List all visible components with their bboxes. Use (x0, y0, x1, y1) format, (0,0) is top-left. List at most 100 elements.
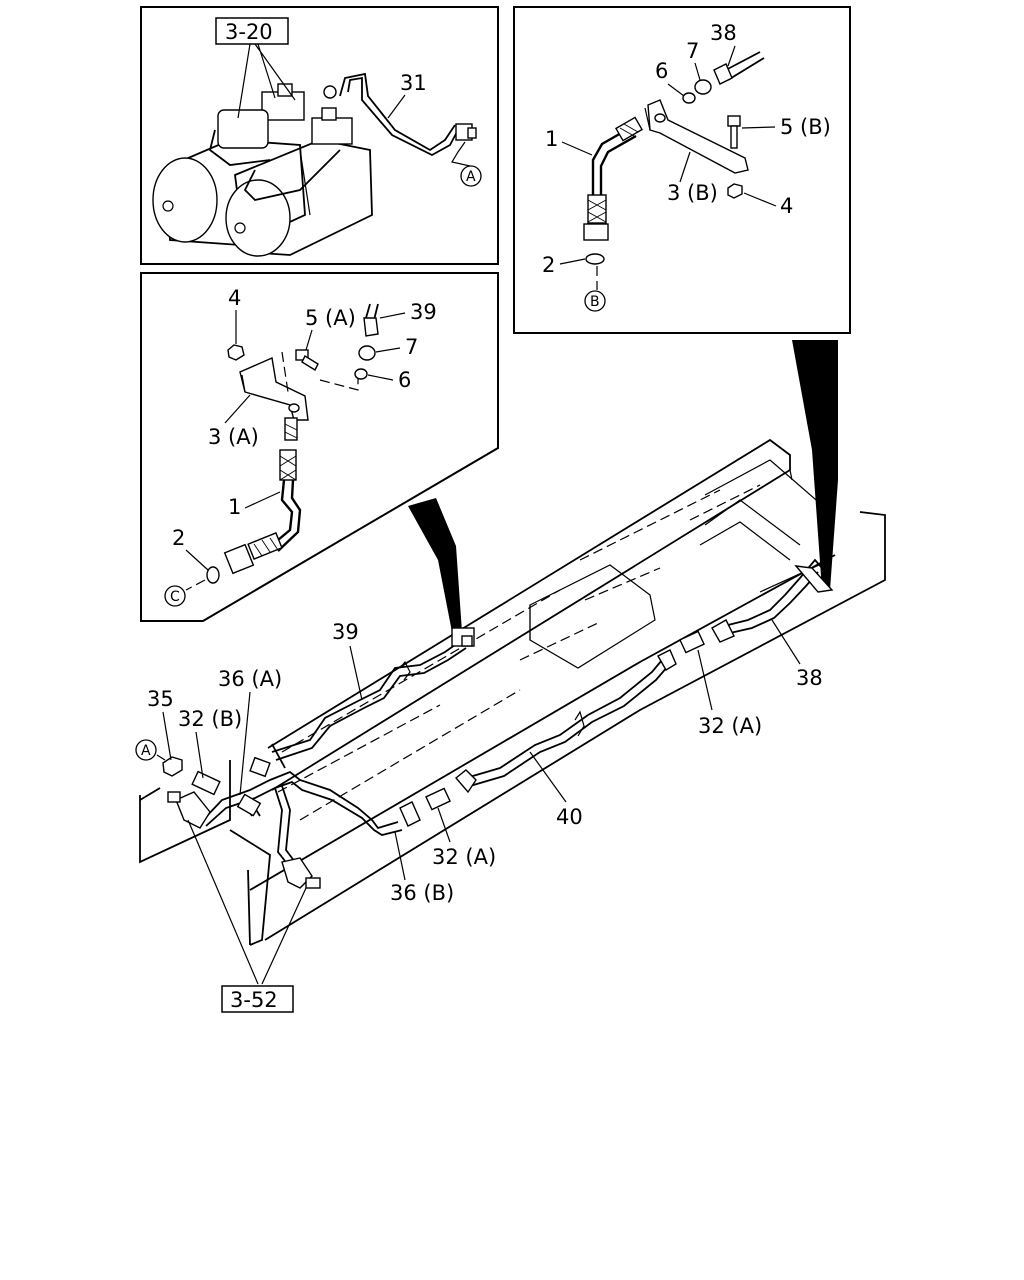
panel-mid-left-frame (140, 272, 499, 622)
label-35: 35 (147, 687, 174, 711)
dash-bracket-a (281, 351, 359, 393)
dash-a-main (156, 754, 166, 761)
leader-a-top (451, 141, 471, 167)
callout-a-top (460, 165, 482, 187)
label-6-left: 6 (398, 368, 411, 392)
label-39-detail: 39 (410, 300, 437, 324)
label-5a: 5 (A) (305, 306, 356, 330)
leader-38-detail (727, 45, 736, 67)
bracket-3b (644, 99, 749, 174)
panel-top-right-frame (513, 6, 851, 334)
pipe-38-detail (682, 51, 765, 104)
label-1-right: 1 (545, 127, 558, 151)
leader-5a (305, 329, 313, 351)
leader-3a (224, 394, 251, 424)
air-tank-front (225, 139, 373, 257)
leader-38-main (771, 619, 801, 665)
label-39-main: 39 (332, 620, 359, 644)
leader-5b (741, 126, 776, 129)
pipe-36-assembly (162, 743, 421, 889)
label-7-left: 7 (405, 335, 418, 359)
ref-box-3-52-text: 3-52 (230, 988, 278, 1012)
leader-32a-mid (437, 807, 451, 843)
leader-2-left (185, 549, 209, 571)
leader-4-right (743, 192, 777, 207)
dash-c (185, 579, 206, 591)
nut-7-left (358, 345, 376, 361)
label-1-left: 1 (228, 495, 241, 519)
ref-box-3-52 (221, 985, 294, 1013)
leader-39-main (349, 645, 363, 701)
label-5b: 5 (B) (780, 115, 831, 139)
leader-35 (162, 711, 172, 761)
leader-6-left (367, 374, 394, 381)
panel-top-right: B 38 7 6 5 (B) 1 3 (B) 4 2 (513, 6, 851, 334)
callout-a-main (135, 739, 157, 761)
label-4-right: 4 (780, 194, 793, 218)
leader-1-right (561, 141, 593, 156)
leader-36b (394, 831, 406, 881)
callout-a-top-text: A (466, 169, 476, 185)
label-2-left: 2 (172, 526, 185, 550)
callout-b-text: B (590, 294, 600, 310)
callout-c-text: C (170, 589, 180, 605)
washer-2-left (206, 566, 220, 584)
leader-39-detail (379, 312, 406, 319)
panel-top-left: 3-20 31 A (140, 6, 499, 265)
label-36b: 36 (B) (390, 881, 454, 905)
washer-2-right (585, 253, 605, 265)
leader-36a (239, 691, 251, 796)
hose-1-left (223, 417, 302, 575)
ref-leader-3-52 (187, 819, 307, 985)
label-36a: 36 (A) (218, 667, 282, 691)
pipe-39-detail (363, 303, 379, 337)
leader-31 (387, 94, 406, 119)
label-32b: 32 (B) (178, 707, 242, 731)
bracket-3a (239, 356, 309, 421)
hose-1-right (583, 116, 643, 241)
ref-box-3-20 (215, 17, 289, 45)
callout-arrow-right (792, 340, 838, 590)
chassis-frame (139, 438, 886, 946)
leader-6-right (667, 83, 685, 97)
nut-4-left (227, 344, 245, 361)
leader-1-left (244, 491, 281, 509)
leader-32a-right (697, 649, 713, 711)
label-38-main: 38 (796, 666, 823, 690)
callout-arrow-left (408, 498, 462, 632)
label-7-right: 7 (686, 39, 699, 63)
label-40: 40 (556, 805, 583, 829)
callout-a-main-text: A (141, 743, 151, 759)
leader-40 (529, 751, 567, 803)
ref-box-3-20-text: 3-20 (225, 20, 273, 44)
ref-leader-3-20 (237, 43, 296, 119)
label-4-left: 4 (228, 286, 241, 310)
panel-mid-left: C 4 5 (A) 39 7 6 3 (A) 1 2 (140, 272, 499, 622)
panel-top-left-frame (140, 6, 499, 265)
leader-2-right (559, 258, 586, 265)
tank-valves (208, 72, 477, 201)
label-6-right: 6 (655, 59, 668, 83)
nut-4-right (727, 183, 743, 199)
leader-7-left (375, 347, 401, 353)
leader-32b (195, 731, 204, 779)
label-3a: 3 (A) (208, 425, 259, 449)
callout-c (164, 585, 186, 607)
pipe-39 (271, 627, 475, 761)
label-3b: 3 (B) (667, 181, 718, 205)
leader-3b (679, 151, 691, 183)
leader-7-right (694, 62, 701, 81)
pipe-38 (711, 558, 834, 643)
bolt-5a (295, 349, 319, 371)
pipe-40 (425, 630, 705, 811)
label-32a-right: 32 (A) (698, 714, 762, 738)
label-38-detail: 38 (710, 21, 737, 45)
washer-6-left (354, 368, 368, 380)
air-tank-rear (152, 139, 306, 246)
callout-b (584, 290, 606, 312)
label-2-right: 2 (542, 253, 555, 277)
bolt-5b (727, 115, 741, 149)
label-31: 31 (400, 71, 427, 95)
label-32a-mid: 32 (A) (432, 845, 496, 869)
